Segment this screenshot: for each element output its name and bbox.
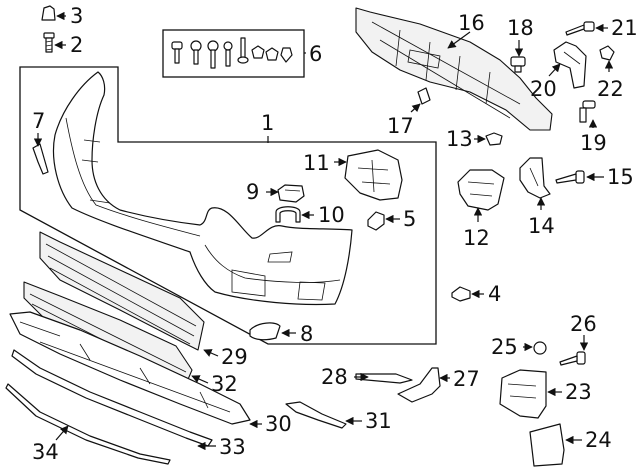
callout-19: 19 [580,131,607,155]
trim-28-part [355,373,413,384]
bolt-21-part [565,21,595,36]
bolt-2-part [43,32,55,53]
callout-labels: 1 2 3 4 5 6 7 8 9 10 11 12 13 14 15 16 1… [32,4,638,464]
bracket-12-part [457,169,505,211]
nut-22-part [599,45,615,61]
leader-lines [33,11,614,451]
molding-34-part [5,383,171,465]
clip-4-part [451,286,471,302]
bumper-cover-part [52,71,353,306]
sensor-9-part [277,184,305,203]
cap-3-part [41,5,56,21]
callout-13: 13 [446,127,473,151]
reinforcement-16-part [355,7,553,131]
bolt-19-part [579,100,596,123]
clip-13-part [485,132,503,146]
callout-16: 16 [458,11,485,35]
callout-29: 29 [221,345,248,369]
callout-1: 1 [261,111,274,135]
callout-33: 33 [219,435,246,459]
bolt-26-part [559,351,586,366]
bracket-10-part [275,206,301,223]
callout-18: 18 [507,16,534,40]
nut-25-part [533,341,547,355]
callout-25: 25 [491,335,518,359]
callout-14: 14 [528,214,555,238]
bracket-11-part [344,149,403,201]
trim-31-part [285,401,347,429]
fastener-set-part [171,37,293,69]
callout-6: 6 [309,42,322,66]
callout-4: 4 [488,282,501,306]
bracket-23-part [499,369,547,419]
callout-10: 10 [318,203,345,227]
bracket-7-part [32,143,49,175]
bolt-15-part [555,170,585,184]
callout-7: 7 [32,109,45,133]
callout-17: 17 [387,114,414,138]
callout-3: 3 [70,4,83,28]
callout-26: 26 [570,312,597,336]
callout-30: 30 [265,412,292,436]
trim-cap-8-part [249,322,281,341]
bracket-14-part [519,157,551,199]
callout-5: 5 [403,207,416,231]
callout-9: 9 [246,180,259,204]
callout-15: 15 [607,165,634,189]
callout-23: 23 [565,380,592,404]
callout-20: 20 [530,77,557,101]
grille-29-part [39,231,205,351]
clip-17-part [417,87,431,105]
callout-12: 12 [463,226,490,250]
cover-24-part [529,423,565,467]
bracket-27-part [397,367,441,403]
callout-2: 2 [70,33,83,57]
bumper-cover-frame [19,66,437,345]
callout-21: 21 [611,16,638,40]
callout-32: 32 [211,372,238,396]
clip-5-part [367,211,385,231]
callout-24: 24 [585,428,612,452]
nut-18-part [510,56,526,73]
callout-31: 31 [365,409,392,433]
callout-27: 27 [453,367,480,391]
callout-11: 11 [303,151,330,175]
callout-22: 22 [597,77,624,101]
bracket-20-part [553,41,587,89]
callout-34: 34 [32,440,59,464]
callout-8: 8 [300,322,313,346]
callout-28: 28 [321,365,348,389]
